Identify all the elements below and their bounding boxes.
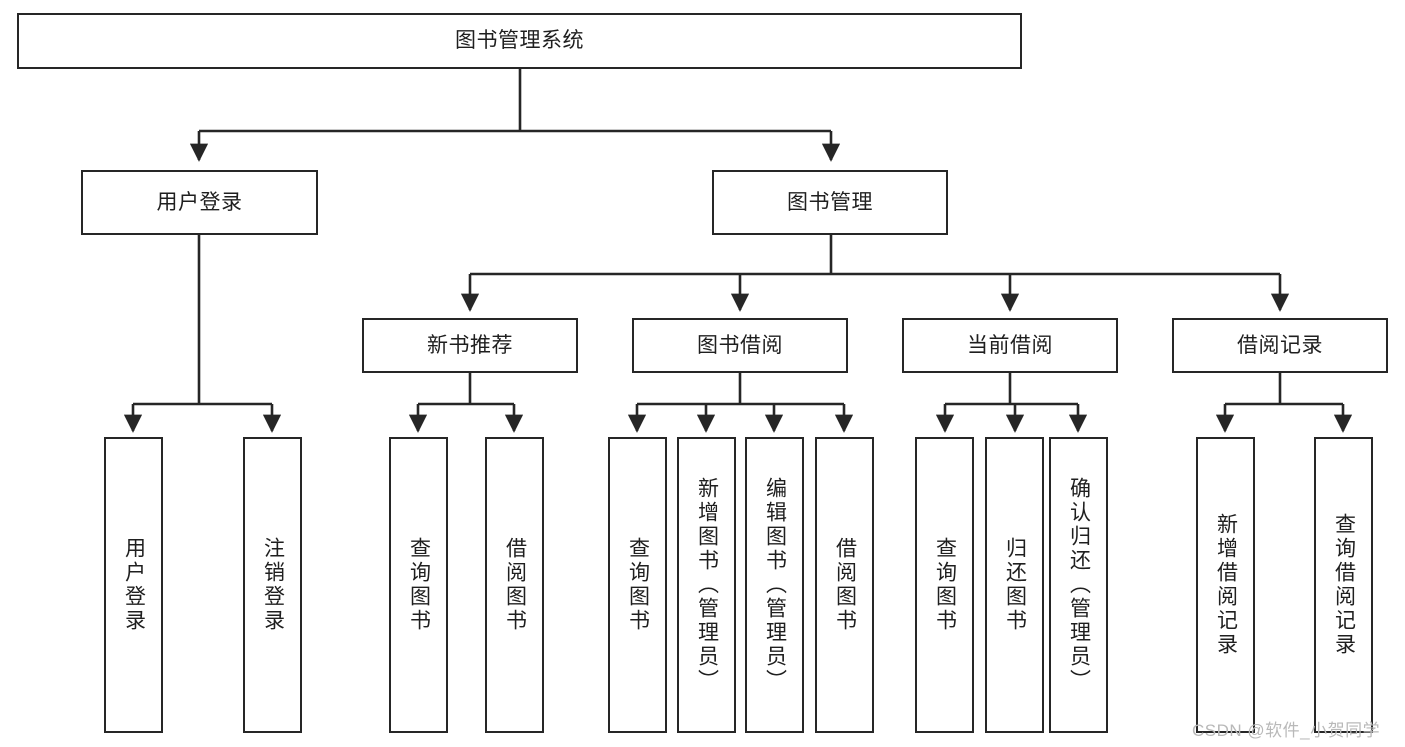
- node-leaf-query-borrow-record[interactable]: 查询借阅记录: [1314, 437, 1373, 733]
- node-leaf-query-book-recommend[interactable]: 查询图书: [389, 437, 448, 733]
- node-leaf-query-book-borrow[interactable]: 查询图书: [608, 437, 667, 733]
- node-book-management[interactable]: 图书管理: [712, 170, 948, 235]
- node-current-borrow[interactable]: 当前借阅: [902, 318, 1118, 373]
- node-label: 图书管理系统: [455, 29, 584, 53]
- node-leaf-confirm-return-admin[interactable]: 确认归还（管理员）: [1049, 437, 1108, 733]
- node-new-book-recommend[interactable]: 新书推荐: [362, 318, 578, 373]
- node-leaf-return-book[interactable]: 归还图书: [985, 437, 1044, 733]
- node-leaf-borrow-book-recommend[interactable]: 借阅图书: [485, 437, 544, 733]
- node-label: 归还图书: [1003, 537, 1027, 633]
- node-label: 借阅图书: [503, 537, 527, 633]
- node-label: 查询借阅记录: [1332, 513, 1356, 657]
- node-root-library-system[interactable]: 图书管理系统: [17, 13, 1022, 69]
- node-book-borrow[interactable]: 图书借阅: [632, 318, 848, 373]
- node-leaf-query-book-current[interactable]: 查询图书: [915, 437, 974, 733]
- node-label: 新书推荐: [427, 333, 513, 357]
- node-label: 用户登录: [156, 190, 243, 214]
- node-leaf-borrow-book[interactable]: 借阅图书: [815, 437, 874, 733]
- node-leaf-add-book-admin[interactable]: 新增图书（管理员）: [677, 437, 736, 733]
- node-leaf-edit-book-admin[interactable]: 编辑图书（管理员）: [745, 437, 804, 733]
- node-user-login[interactable]: 用户登录: [81, 170, 318, 235]
- node-label: 确认归还（管理员）: [1067, 477, 1091, 693]
- node-label: 借阅记录: [1237, 333, 1323, 357]
- node-label: 图书借阅: [697, 333, 783, 357]
- node-label: 查询图书: [407, 537, 431, 633]
- node-borrow-record[interactable]: 借阅记录: [1172, 318, 1388, 373]
- node-label: 新增借阅记录: [1214, 513, 1238, 657]
- node-label: 注销登录: [261, 537, 285, 633]
- node-label: 新增图书（管理员）: [695, 477, 719, 693]
- node-label: 当前借阅: [967, 333, 1053, 357]
- node-label: 编辑图书（管理员）: [763, 477, 787, 693]
- watermark-text: CSDN @软件_小贺同学: [1192, 721, 1381, 740]
- node-label: 图书管理: [787, 190, 873, 214]
- node-leaf-user-login[interactable]: 用户登录: [104, 437, 163, 733]
- node-leaf-add-borrow-record[interactable]: 新增借阅记录: [1196, 437, 1255, 733]
- node-label: 查询图书: [933, 537, 957, 633]
- node-label: 用户登录: [122, 537, 146, 633]
- node-leaf-logout[interactable]: 注销登录: [243, 437, 302, 733]
- node-label: 借阅图书: [833, 537, 857, 633]
- node-label: 查询图书: [626, 537, 650, 633]
